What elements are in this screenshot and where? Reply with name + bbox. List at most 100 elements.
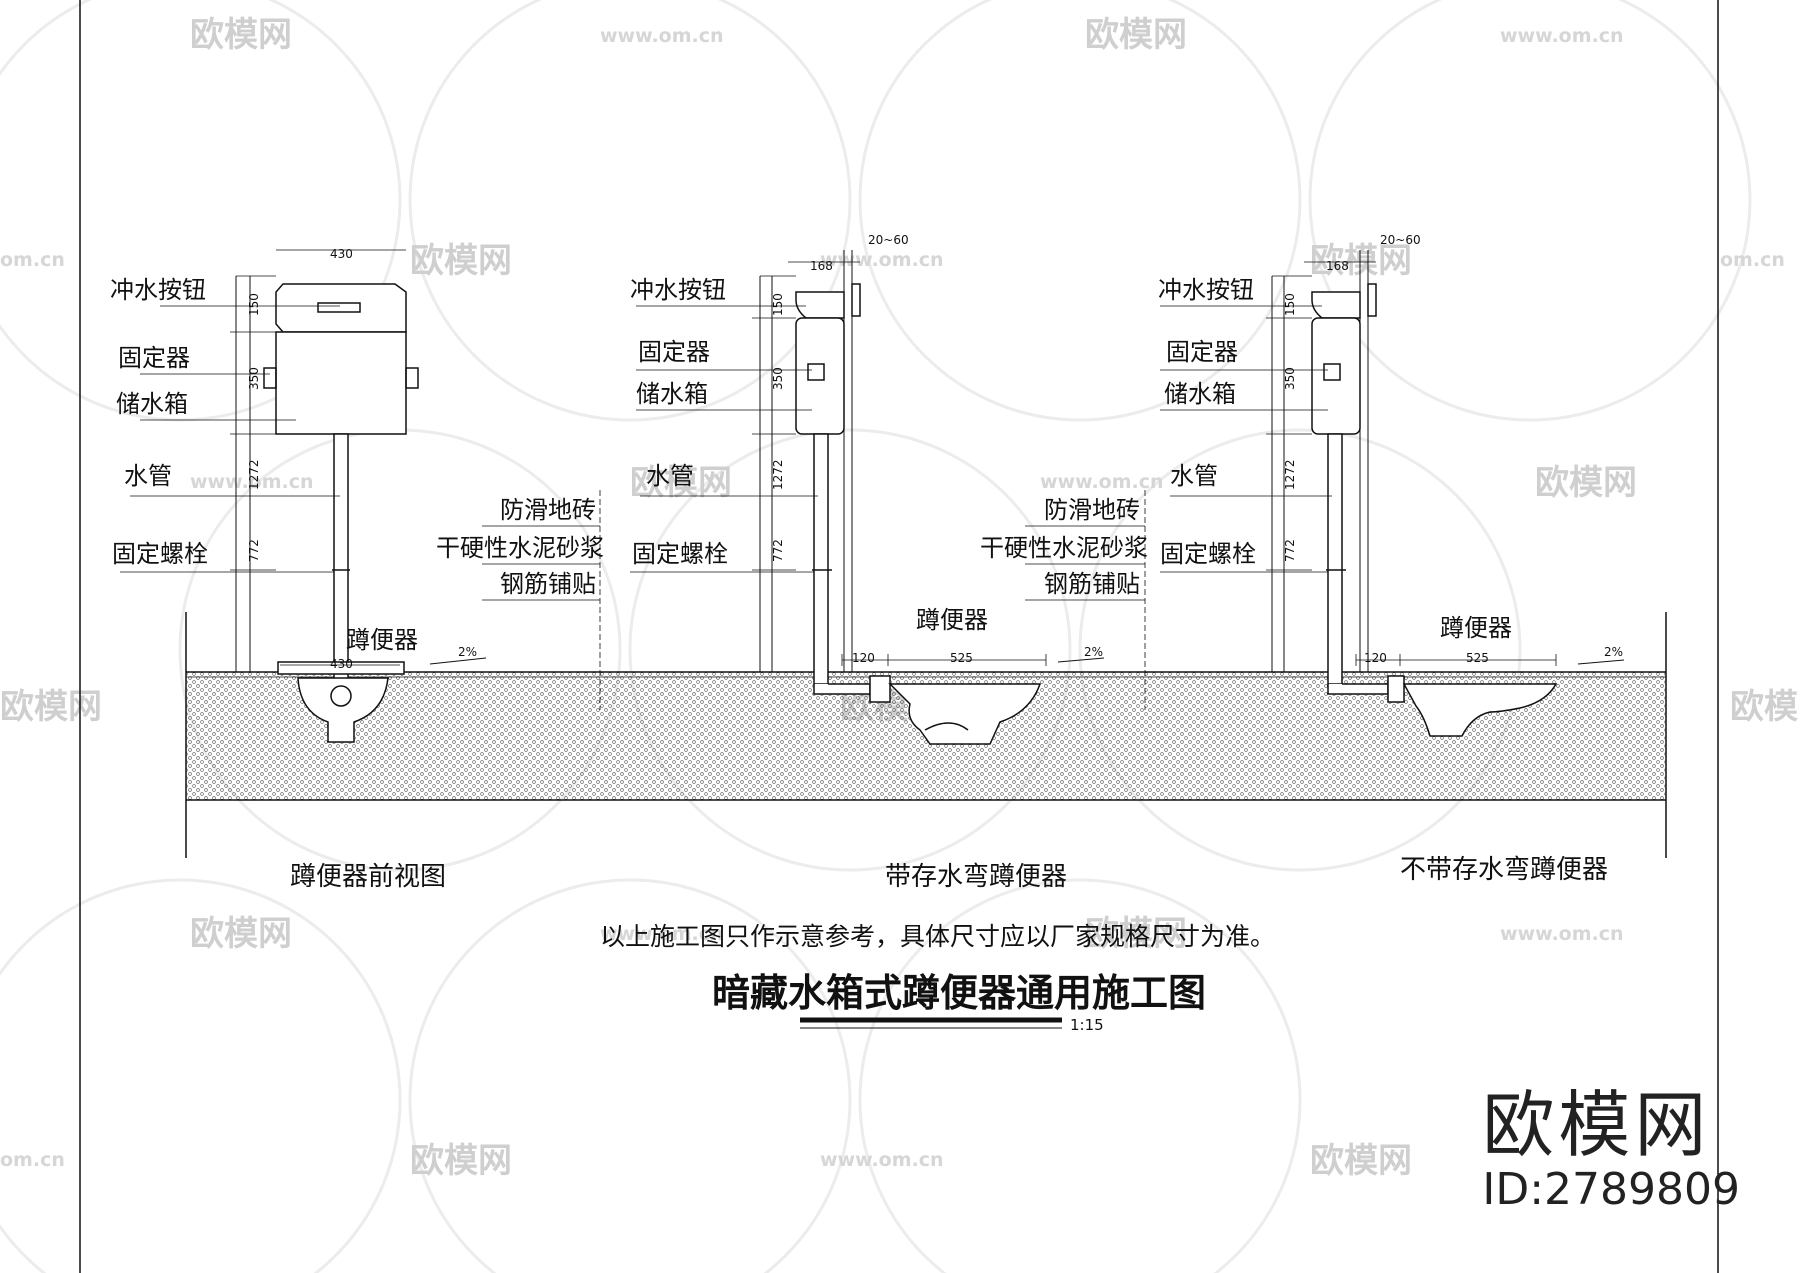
svg-text:欧模网: 欧模网 — [1085, 15, 1187, 55]
svg-text:2%: 2% — [1604, 645, 1623, 659]
with-trap-view — [630, 250, 1047, 745]
svg-text:525: 525 — [1466, 651, 1489, 665]
svg-text:1272: 1272 — [1283, 459, 1297, 490]
svg-text:350: 350 — [771, 367, 785, 390]
svg-text:防滑地砖: 防滑地砖 — [500, 496, 596, 524]
svg-text:欧模网: 欧模网 — [1535, 463, 1637, 503]
flush-button-panel-3 — [1311, 291, 1361, 319]
svg-text:钢筋铺贴: 钢筋铺贴 — [500, 570, 596, 598]
water-pipe-3 — [1327, 433, 1343, 685]
svg-text:www.om.cn: www.om.cn — [1500, 923, 1624, 945]
svg-text:固定螺栓: 固定螺栓 — [1160, 540, 1256, 568]
svg-text:350: 350 — [247, 367, 261, 390]
svg-text:525: 525 — [950, 651, 973, 665]
logo-id: ID:2789809 — [1482, 1164, 1740, 1215]
without-trap-view — [1160, 250, 1558, 737]
watermark-texts: 欧模网 www.om.cn 欧模网 www.om.cn om.cn 欧模网 ww… — [0, 15, 1800, 1181]
svg-text:欧模网: 欧模网 — [190, 914, 292, 954]
svg-text:欧模网: 欧模网 — [0, 687, 102, 727]
water-tank — [275, 331, 407, 435]
svg-text:430: 430 — [330, 657, 353, 671]
svg-text:150: 150 — [1283, 293, 1297, 316]
svg-text:www.om.cn: www.om.cn — [600, 923, 724, 945]
svg-text:www.om.cn: www.om.cn — [1040, 471, 1164, 493]
svg-text:固定螺栓: 固定螺栓 — [632, 540, 728, 568]
svg-text:120: 120 — [852, 651, 875, 665]
label-toilet: 蹲便器 — [346, 626, 418, 654]
svg-text:蹲便器: 蹲便器 — [1440, 614, 1512, 642]
drawing-scale: 1:15 — [1070, 1016, 1104, 1034]
svg-text:干硬性水泥砂浆: 干硬性水泥砂浆 — [980, 534, 1148, 562]
caption-with-trap: 带存水弯蹲便器 — [885, 862, 1067, 892]
svg-text:欧模网: 欧模网 — [1085, 914, 1187, 954]
svg-text:水管: 水管 — [1170, 462, 1218, 490]
label-water-pipe: 水管 — [124, 462, 172, 490]
svg-text:干硬性水泥砂浆: 干硬性水泥砂浆 — [436, 534, 604, 562]
without-trap-labels: 冲水按钮 固定器 储水箱 水管 固定螺栓 蹲便器 168 20~60 150 3… — [1158, 233, 1623, 665]
svg-text:固定器: 固定器 — [1166, 338, 1238, 366]
drawing-note: 以上施工图只作示意参考，具体尺寸应以厂家规格尺寸为准。 — [600, 922, 1275, 951]
front-view-labels: 冲水按钮 固定器 储水箱 水管 固定螺栓 蹲便器 430 430 150 350… — [110, 247, 477, 671]
svg-text:150: 150 — [247, 293, 261, 316]
svg-text:欧模网: 欧模网 — [190, 15, 292, 55]
svg-text:772: 772 — [771, 539, 785, 562]
water-tank-2 — [795, 317, 845, 435]
svg-text:1272: 1272 — [771, 459, 785, 490]
svg-text:2%: 2% — [1084, 645, 1103, 659]
svg-text:防滑地砖: 防滑地砖 — [1044, 496, 1140, 524]
svg-text:水管: 水管 — [646, 462, 694, 490]
svg-text:om.cn: om.cn — [1720, 249, 1785, 271]
squat-toilet-bowl — [297, 677, 389, 743]
svg-text:120: 120 — [1364, 651, 1387, 665]
label-flush-button: 冲水按钮 — [110, 276, 206, 304]
label-fixing-bolt: 固定螺栓 — [112, 540, 208, 568]
svg-text:冲水按钮: 冲水按钮 — [630, 276, 726, 304]
caption-without-trap: 不带存水弯蹲便器 — [1400, 855, 1608, 885]
svg-text:430: 430 — [330, 247, 353, 261]
svg-text:1272: 1272 — [247, 459, 261, 490]
water-tank-3 — [1311, 317, 1361, 435]
svg-text:om.cn: om.cn — [0, 1149, 65, 1171]
label-fixer: 固定器 — [118, 344, 190, 372]
svg-text:www.om.cn: www.om.cn — [1500, 25, 1624, 47]
water-pipe-2 — [813, 433, 829, 685]
svg-text:固定器: 固定器 — [638, 338, 710, 366]
svg-text:20~60: 20~60 — [1380, 233, 1421, 247]
svg-text:欧模网: 欧模网 — [1730, 687, 1800, 727]
svg-text:168: 168 — [810, 259, 833, 273]
svg-text:欧模网: 欧模网 — [1310, 1141, 1412, 1181]
view-captions: 蹲便器前视图 带存水弯蹲便器 不带存水弯蹲便器 — [290, 855, 1608, 892]
svg-text:www.om.cn: www.om.cn — [820, 1149, 944, 1171]
drawing-title: 暗藏水箱式蹲便器通用施工图 — [712, 971, 1206, 1015]
layer-callout-1: 防滑地砖 干硬性水泥砂浆 钢筋铺贴 — [436, 490, 604, 710]
svg-text:欧模网: 欧模网 — [410, 1141, 512, 1181]
svg-text:钢筋铺贴: 钢筋铺贴 — [1044, 570, 1140, 598]
with-trap-labels: 冲水按钮 固定器 储水箱 水管 固定螺栓 蹲便器 168 20~60 150 3… — [630, 233, 1103, 665]
svg-text:20~60: 20~60 — [868, 233, 909, 247]
svg-text:www.om.cn: www.om.cn — [190, 471, 314, 493]
logo-brand: 欧模网 — [1482, 1083, 1711, 1167]
svg-text:168: 168 — [1326, 259, 1349, 273]
svg-text:350: 350 — [1283, 367, 1297, 390]
drawing-frame — [79, 0, 1719, 1273]
svg-text:om.cn: om.cn — [0, 249, 65, 271]
svg-text:www.om.cn: www.om.cn — [600, 25, 724, 47]
no-trap-bowl — [1402, 683, 1558, 737]
svg-text:储水箱: 储水箱 — [636, 380, 708, 408]
svg-text:蹲便器: 蹲便器 — [916, 606, 988, 634]
svg-text:772: 772 — [1283, 539, 1297, 562]
svg-text:欧模网: 欧模网 — [1310, 241, 1412, 281]
flush-button-panel-2 — [795, 291, 845, 319]
caption-front-view: 蹲便器前视图 — [290, 862, 446, 892]
svg-text:150: 150 — [771, 293, 785, 316]
svg-text:欧模网: 欧模网 — [410, 241, 512, 281]
svg-text:772: 772 — [247, 539, 261, 562]
svg-text:冲水按钮: 冲水按钮 — [1158, 276, 1254, 304]
front-view — [120, 249, 419, 743]
brand-logo: 欧模网 ID:2789809 — [1482, 1085, 1740, 1215]
layer-callout-2: 防滑地砖 干硬性水泥砂浆 钢筋铺贴 — [980, 490, 1148, 710]
svg-text:储水箱: 储水箱 — [1164, 380, 1236, 408]
label-tank: 储水箱 — [116, 390, 188, 418]
svg-text:2%: 2% — [458, 645, 477, 659]
